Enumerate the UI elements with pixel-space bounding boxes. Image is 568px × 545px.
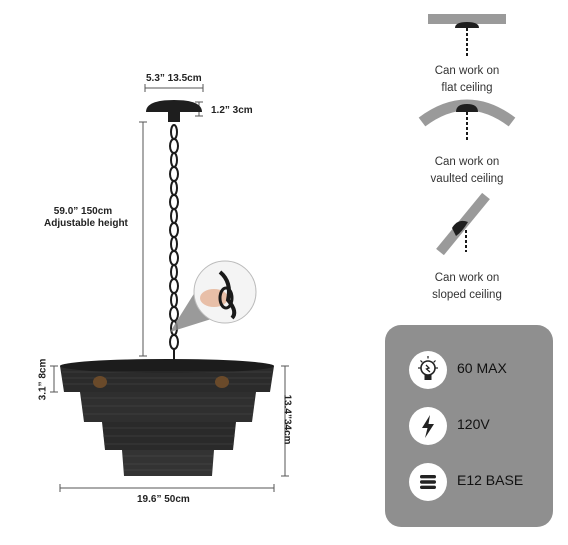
spec-row-wattage: 60 MAX — [385, 347, 553, 391]
spec-base-label: E12 BASE — [457, 472, 524, 488]
spec-voltage-label: 120V — [457, 416, 490, 432]
fixture-height-label: 13.4”34cm — [281, 394, 293, 445]
flat-ceiling-caption: Can work on flat ceiling — [407, 63, 527, 97]
vaulted-ceiling-caption-line1: Can work on — [434, 156, 500, 168]
spec-wattage-label: 60 MAX — [457, 360, 507, 376]
chain — [169, 124, 179, 362]
chain-length-dimension-line — [139, 121, 147, 357]
fixture-width-dimension-line — [59, 484, 275, 492]
canopy-width-label: 5.3” 13.5cm — [146, 73, 202, 84]
chain-zoom-callout — [170, 260, 257, 332]
fixture-height-dimension-line — [281, 365, 289, 477]
vaulted-ceiling-icon — [418, 99, 516, 140]
sloped-ceiling-caption: Can work on sloped ceiling — [407, 270, 527, 304]
canopy-width-dimension-line — [144, 84, 204, 92]
chain-length-value: 59.0” 150cm — [53, 206, 113, 217]
chain-length-label: 59.0” 150cm Adjustable height — [44, 206, 128, 229]
flat-ceiling-caption-line1: Can work on — [434, 65, 500, 77]
top-tier-height-dimension-line — [50, 365, 58, 393]
lightning-icon — [409, 407, 447, 445]
flat-ceiling-caption-line2: flat ceiling — [441, 82, 493, 94]
spec-panel: 60 MAX 120V E12 BASE — [385, 325, 553, 527]
rattan-shade — [60, 359, 274, 476]
vaulted-ceiling-caption-line2: vaulted ceiling — [430, 173, 504, 185]
canopy — [146, 100, 202, 122]
fixture-width-label: 19.6” 50cm — [137, 494, 190, 505]
bulb-icon — [409, 351, 447, 389]
flat-ceiling-icon — [428, 14, 506, 58]
sloped-ceiling-icon — [436, 192, 490, 256]
vaulted-ceiling-caption: Can work on vaulted ceiling — [407, 154, 527, 188]
base-icon — [409, 463, 447, 501]
top-tier-height-label: 3.1” 8cm — [37, 358, 49, 401]
sloped-ceiling-caption-line1: Can work on — [434, 272, 500, 284]
canopy-height-label: 1.2” 3cm — [211, 105, 253, 116]
spec-row-base: E12 BASE — [385, 459, 553, 503]
spec-row-voltage: 120V — [385, 403, 553, 447]
chain-adjustable-note: Adjustable height — [44, 218, 128, 229]
sloped-ceiling-caption-line2: sloped ceiling — [432, 289, 502, 301]
